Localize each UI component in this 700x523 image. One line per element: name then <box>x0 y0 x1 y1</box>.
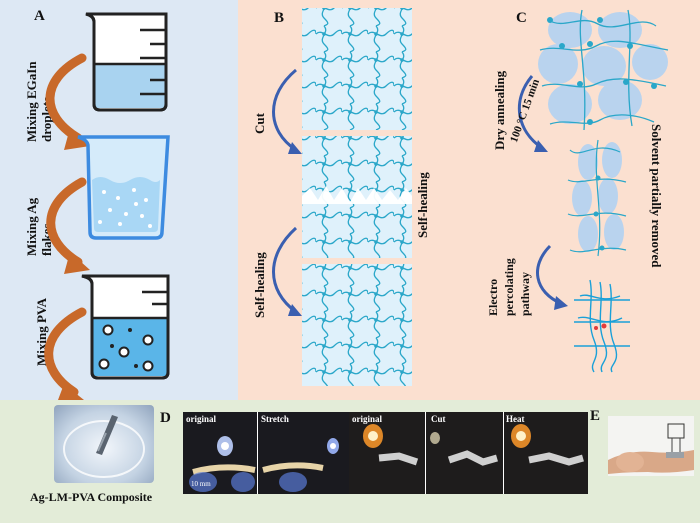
beaker-egain-icon <box>85 12 168 112</box>
percolating-label: percolating <box>502 258 516 316</box>
photo-label-original-2: original <box>352 414 383 424</box>
beaker-ag-icon <box>77 135 170 240</box>
photo-label-stretch: Stretch <box>261 414 289 424</box>
photo-label-heat: Heat <box>506 414 525 424</box>
led-photo-original-stretch: original Stretch 10 mm <box>183 412 349 494</box>
pathway-label: pathway <box>518 271 532 316</box>
scale-bar-label: 10 mm <box>191 480 211 488</box>
panel-a-graphics <box>44 12 170 400</box>
compressed-network <box>567 139 627 257</box>
cut-mark <box>302 186 412 204</box>
panel-a-letter: A <box>34 8 45 24</box>
photo-label-cut: Cut <box>431 414 446 424</box>
orange-arrow-1 <box>45 53 90 150</box>
self-healing-arrow <box>272 226 302 316</box>
panel-c-graphics <box>517 9 669 373</box>
ellipse-network <box>538 12 668 124</box>
panel-d-letter: D <box>160 410 171 426</box>
panel-b-graphics <box>272 8 412 386</box>
panel-b-letter: B <box>274 10 285 26</box>
led-photo-original-cut-heat: original Cut Heat <box>349 412 588 494</box>
panel-e-letter: E <box>590 408 601 424</box>
orange-arrow-2 <box>46 177 90 274</box>
percolating-arrow <box>536 244 568 310</box>
wrist-photo <box>608 416 694 476</box>
percolating-pathway <box>574 279 630 373</box>
dry-annealing-arrow <box>517 75 548 152</box>
solvent-label: Solvent partially removed <box>649 124 664 268</box>
panel-c-letter: C <box>516 10 527 26</box>
dry-annealing-label: Dry annealing <box>492 70 507 150</box>
cut-label: Cut <box>252 113 267 134</box>
composite-photo <box>54 405 154 483</box>
cut-arrow <box>272 68 302 154</box>
electro-label: Electro <box>486 278 500 316</box>
self-healing-left-label: Self-healing <box>252 252 267 318</box>
beaker-pva-icon <box>81 274 170 380</box>
photo-label-original-1: original <box>186 414 217 424</box>
composite-caption: Ag-LM-PVA Composite <box>30 490 153 504</box>
orange-arrow-3 <box>44 307 87 400</box>
self-healing-right-label: Self-healing <box>415 172 430 238</box>
